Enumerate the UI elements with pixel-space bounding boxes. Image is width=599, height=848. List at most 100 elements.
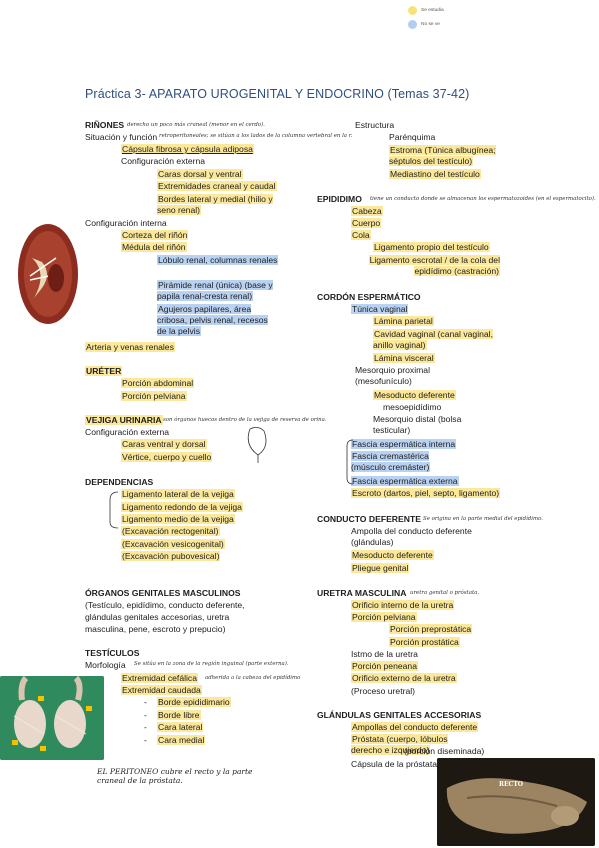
- note-peritoneo: EL PERITONEO cubre el recto y la parte c…: [97, 767, 253, 785]
- item-cabeza: Cabeza: [351, 206, 383, 216]
- item-cuerpo: Cuerpo: [351, 218, 382, 228]
- item-exc-pubovesical: (Excavación pubovesical): [121, 551, 221, 561]
- note-morfologia: Se sitúa en la zona de la región inguina…: [134, 661, 289, 667]
- item-orificio-interno: Orificio interno de la uretra: [351, 600, 455, 610]
- item-mesorquio-proximal: Mesorquio proximal (mesofunículo): [355, 365, 430, 386]
- heading-glandulas: GLÁNDULAS GENITALES ACCESORIAS: [317, 710, 482, 720]
- item-mesoducto-deferente: Mesoducto deferente: [351, 550, 434, 560]
- item-capsula: Cápsula fibrosa y cápsula adiposa: [121, 144, 254, 154]
- item-corteza: Corteza del riñón: [121, 230, 189, 240]
- item-porcion-preprostatica: Porción preprostática: [389, 624, 473, 634]
- item-mesorquio-distal: Mesorquio distal (bolsa testicular): [373, 414, 462, 435]
- note-situacion: retroperitoneales; se sitúan a los lados…: [159, 133, 353, 139]
- item-medula: Médula del riñón: [121, 242, 187, 252]
- item-istmo: Istmo de la uretra: [351, 649, 418, 659]
- item-config-ext: Configuración externa: [121, 156, 206, 166]
- rectum-illustration: [437, 758, 595, 846]
- item-lig-lateral: Ligamento lateral de la vejiga: [121, 489, 235, 499]
- item-porcion-pelviana: Porción pelviana: [351, 612, 417, 622]
- note-rinones: derecho un poco más craneal (menor en el…: [127, 122, 265, 128]
- item-lig-propio: Ligamento propio del testículo: [373, 242, 490, 252]
- heading-rinones: RIÑONES: [85, 120, 125, 130]
- item-ext-caudada: Extremidad caudada: [121, 685, 202, 695]
- item-lobulo: Lóbulo renal, columnas renales: [157, 255, 279, 265]
- item-ureter-abdominal: Porción abdominal: [121, 378, 195, 388]
- item-extremidades: Extremidades craneal y caudal: [157, 181, 277, 191]
- item-cara-medial: Cara medial: [144, 735, 206, 746]
- item-estroma: Estroma (Túnica albugínea; séptulos del …: [389, 145, 496, 166]
- organos-line-1: (Testículo, epidídimo, conducto deferent…: [85, 600, 245, 610]
- item-prostata-diseminada: (porción diseminada): [404, 746, 485, 756]
- item-escroto: Escroto (dartos, piel, septo, ligamento): [351, 488, 501, 498]
- note-uretra: uretra genital o próstata.: [410, 590, 480, 596]
- page-title: Práctica 3- APARATO UROGENITAL Y ENDOCRI…: [85, 87, 470, 101]
- item-orificio-externo: Orificio externo de la uretra: [351, 673, 457, 683]
- item-config-int: Configuración interna: [85, 218, 167, 228]
- item-situacion: Situación y función: [85, 132, 158, 142]
- note-deferente: Se origina en la parte medial del epidíd…: [423, 516, 543, 522]
- heading-deferente: CONDUCTO DEFERENTE: [317, 514, 421, 524]
- kidney-photo: [12, 218, 82, 330]
- note-epididimo: tiene un conducto donde se almacenan los…: [370, 196, 596, 202]
- item-mesoepididimo: mesoepidídimo: [383, 402, 442, 412]
- item-exc-rectogenital: (Excavación rectogenital): [121, 526, 220, 536]
- item-piramide: Pirámide renal (única) (base y papila re…: [157, 280, 273, 301]
- legend-dot-studied: [408, 6, 417, 15]
- heading-testiculos: TESTÍCULOS: [85, 648, 140, 658]
- item-fascia-cremasterica: Fascia cremastérica (músculo cremáster): [351, 451, 431, 472]
- kidney-illustration: [18, 224, 78, 324]
- heading-vejiga: VEJIGA URINARIA: [85, 415, 163, 425]
- item-exc-vesicogenital: (Excavación vesicogenital): [121, 539, 225, 549]
- heading-cordon: CORDÓN ESPERMÁTICO: [317, 292, 421, 302]
- item-vejiga-vertice: Vértice, cuerpo y cuello: [121, 452, 213, 462]
- heading-organos: ÓRGANOS GENITALES MASCULINOS: [85, 588, 241, 598]
- item-vejiga-caras: Caras ventral y dorsal: [121, 439, 207, 449]
- item-ampolla-deferente: Ampolla del conducto deferente (glándula…: [351, 526, 472, 547]
- testicle-illustration: [0, 676, 104, 760]
- item-morfologia: Morfología: [85, 660, 126, 670]
- legend-dot-not-seen: [408, 20, 417, 29]
- item-lamina-visceral: Lámina visceral: [373, 353, 435, 363]
- item-lig-medio: Ligamento medio de la vejiga: [121, 514, 235, 524]
- note-vejiga: son órganos huecos dentro de la vejiga d…: [163, 417, 327, 423]
- item-mediastino: Mediastino del testículo: [389, 169, 481, 179]
- item-proceso-uretral: (Proceso uretral): [351, 686, 415, 696]
- item-cola: Cola: [351, 230, 371, 240]
- item-cara-lateral: Cara lateral: [144, 722, 204, 733]
- item-lamina-parietal: Lámina parietal: [373, 316, 434, 326]
- rectum-photo: RECTO: [437, 758, 595, 846]
- item-capsula-prostata: Cápsula de la próstata: [351, 759, 437, 769]
- fascia-bracket: [346, 439, 354, 485]
- item-lig-escrotal: Ligamento escrotal / de la cola del epid…: [368, 255, 500, 276]
- item-agujeros: Agujeros papilares, área cribosa, pelvis…: [157, 304, 268, 336]
- item-borde-epididimario: Borde epididimario: [144, 697, 231, 708]
- rectum-label: RECTO: [499, 781, 524, 788]
- note-ext-cefalica: adherida a la cabeza del epidídimo: [205, 675, 301, 681]
- item-borde-libre: Borde libre: [144, 710, 201, 721]
- item-porcion-peneana: Porción peneana: [351, 661, 418, 671]
- legend-label-studied: Se estudia: [421, 8, 444, 13]
- heading-uretra: URETRA MASCULINA: [317, 588, 407, 598]
- item-porcion-prostatica: Porción prostática: [389, 637, 460, 647]
- testicle-photo: [0, 676, 104, 760]
- heading-epididimo: EPIDIDIMO: [317, 194, 362, 204]
- organos-line-2: glándulas genitales accesorias, uretra: [85, 612, 230, 622]
- item-prostata: Próstata (cuerpo, lóbulos derecho e izqu…: [351, 734, 448, 755]
- heading-dependencias: DEPENDENCIAS: [85, 477, 154, 487]
- item-bordes: Bordes lateral y medial (hilio y seno re…: [157, 194, 273, 215]
- bladder-sketch: [247, 427, 267, 463]
- item-cavidad-vaginal: Cavidad vaginal (canal vaginal, anillo v…: [373, 329, 493, 350]
- item-parenquima: Parénquima: [389, 132, 436, 142]
- item-arteria: Arteria y venas renales: [85, 342, 175, 352]
- organos-line-3: masculina, pene, escroto y prepucio): [85, 624, 226, 634]
- item-lig-redondo: Ligamento redondo de la vejiga: [121, 502, 243, 512]
- item-pliegue-genital: Pliegue genital: [351, 563, 410, 573]
- legend-label-not-seen: No se ve: [421, 22, 440, 27]
- heading-ureter: URÉTER: [85, 366, 123, 376]
- heading-estructura: Estructura: [355, 120, 395, 130]
- item-ampollas: Ampollas del conducto deferente: [351, 722, 479, 732]
- item-fascia-interna: Fascia espermática interna: [351, 439, 457, 449]
- item-mesoducto-cordon: Mesoducto deferente: [373, 390, 456, 400]
- item-ureter-pelviana: Porción pelviana: [121, 391, 187, 401]
- dependencias-bracket: [109, 491, 119, 529]
